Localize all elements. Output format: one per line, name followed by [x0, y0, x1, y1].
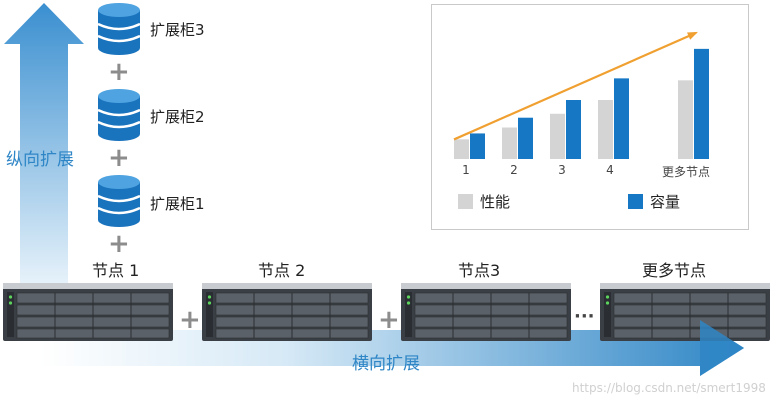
cabinet-2-label: 扩展柜2	[150, 108, 205, 126]
x-tick-label: 更多节点	[661, 165, 710, 179]
cabinet-1	[96, 174, 142, 232]
database-icon	[97, 175, 141, 227]
plus-icon: +	[179, 305, 201, 335]
cabinet-3	[96, 2, 142, 60]
trend-arrow-line	[453, 31, 697, 141]
server-node-3	[401, 283, 571, 341]
database-icon	[97, 3, 141, 55]
bar-capacity	[470, 133, 485, 159]
bar-capacity	[566, 100, 581, 159]
server-icon	[3, 283, 173, 341]
server-node-1	[3, 283, 173, 341]
node-more-label: 更多节点	[642, 261, 707, 280]
vertical-scale-arrow	[4, 3, 84, 290]
legend-swatch-performance	[458, 194, 473, 209]
x-tick-label: 1	[462, 163, 470, 177]
bar-chart	[453, 31, 709, 159]
plus-icon: +	[378, 305, 400, 335]
trend-arrow-head	[687, 31, 698, 40]
server-icon	[600, 283, 770, 341]
x-tick-label: 3	[558, 163, 566, 177]
bar-performance	[502, 127, 517, 159]
server-icon	[401, 283, 571, 341]
legend-swatch-capacity	[628, 194, 643, 209]
server-node-more	[600, 283, 770, 341]
x-tick-label: 4	[606, 163, 614, 177]
bar-performance	[454, 139, 469, 159]
cabinet-3-label: 扩展柜3	[150, 21, 205, 39]
horizontal-arrow-tip	[700, 320, 744, 376]
vertical-scale-label: 纵向扩展	[6, 150, 74, 170]
performance-capacity-chart: 1 2 3 4 更多节点 性能 容量	[431, 4, 749, 230]
bar-capacity	[694, 48, 709, 159]
bar-performance	[678, 80, 693, 159]
horizontal-scale-label: 横向扩展	[352, 354, 420, 374]
server-node-2	[202, 283, 372, 341]
database-icon	[97, 89, 141, 141]
node-1-label: 节点 1	[92, 261, 140, 280]
bar-performance	[598, 100, 613, 159]
x-tick-label: 2	[510, 163, 518, 177]
node-2-label: 节点 2	[258, 261, 306, 280]
plus-icon: +	[108, 143, 130, 173]
bar-capacity	[518, 117, 533, 159]
legend-label-capacity: 容量	[650, 193, 681, 211]
watermark: https://blog.csdn.net/smert1998	[572, 381, 766, 395]
legend-label-performance: 性能	[480, 193, 511, 211]
bar-capacity	[614, 78, 629, 159]
server-icon	[202, 283, 372, 341]
plus-icon: +	[108, 57, 130, 87]
ellipsis: ···	[574, 306, 595, 327]
bar-performance	[550, 113, 565, 159]
cabinet-1-label: 扩展柜1	[150, 195, 205, 213]
cabinet-2	[96, 88, 142, 146]
plus-icon: +	[108, 229, 130, 259]
node-3-label: 节点3	[458, 261, 501, 280]
